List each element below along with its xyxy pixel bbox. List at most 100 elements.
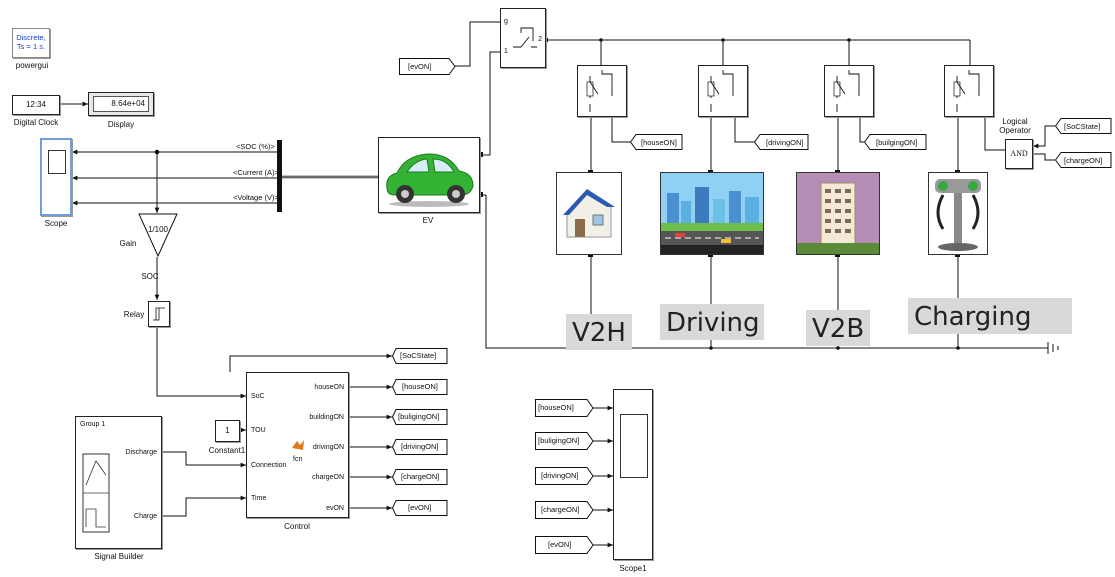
logical-operator-label: Logical Operator bbox=[999, 117, 1031, 135]
caption-v2b: V2B bbox=[806, 310, 871, 346]
display-value: 8.64e+04 bbox=[93, 96, 149, 112]
signal-builder-block[interactable]: Group 1 Discharge Charge bbox=[75, 416, 162, 549]
scope1-from-driving[interactable]: [drivingON] bbox=[541, 471, 579, 480]
constant-value: 1 bbox=[225, 426, 230, 435]
soc-signal-label: SOC bbox=[141, 272, 159, 281]
scope1-from-house[interactable]: [houseON] bbox=[538, 403, 574, 412]
goto-tag-shapes bbox=[392, 348, 448, 516]
driving-image[interactable] bbox=[660, 172, 764, 255]
breaker-switch-icon bbox=[707, 70, 734, 112]
constant-label: Constant1 bbox=[208, 446, 246, 455]
powergui-block[interactable]: Discrete, Ts = 1 s. bbox=[12, 28, 50, 58]
house-image[interactable] bbox=[556, 172, 622, 255]
from-house[interactable]: [houseON] bbox=[641, 138, 677, 147]
building-icon bbox=[797, 173, 879, 254]
bus-selector-block[interactable] bbox=[277, 140, 282, 212]
display-block[interactable]: 8.64e+04 bbox=[88, 92, 154, 116]
control-block[interactable]: SoC TOU Connection Time houseON building… bbox=[246, 372, 349, 518]
switch-charging-block[interactable] bbox=[944, 65, 994, 117]
gain-value: 1/100 bbox=[147, 225, 169, 234]
scope-block[interactable] bbox=[40, 138, 72, 216]
gain-block[interactable] bbox=[138, 213, 178, 257]
from-ev[interactable]: [evON] bbox=[408, 62, 432, 71]
scope1-from-ev[interactable]: [evON] bbox=[548, 540, 572, 549]
powergui-text: Discrete, Ts = 1 s. bbox=[16, 33, 46, 51]
from-driving[interactable]: [drivingON] bbox=[766, 138, 804, 147]
building-image[interactable] bbox=[796, 172, 880, 255]
hysteresis-icon bbox=[153, 307, 165, 321]
caption-v2h: V2H bbox=[566, 314, 632, 350]
caption-charging: Charging bbox=[908, 298, 1072, 334]
from-tag-shapes bbox=[630, 134, 927, 150]
ev-label: EV bbox=[422, 216, 434, 225]
goto-charge[interactable]: [chargeON] bbox=[401, 472, 440, 481]
control-fcn-text: fcn bbox=[293, 456, 303, 463]
relay-label: Relay bbox=[123, 310, 145, 319]
digital-clock-label: Digital Clock bbox=[13, 118, 59, 127]
goto-house[interactable]: [houseON] bbox=[402, 382, 438, 391]
switch-v2b-block[interactable] bbox=[824, 65, 874, 117]
breaker-switch-icon bbox=[586, 70, 613, 112]
house-icon bbox=[563, 189, 615, 238]
control-in-tou: TOU bbox=[251, 427, 266, 434]
breaker-switch-icon bbox=[833, 70, 860, 112]
bus-output-soc: <SOC (%)> bbox=[236, 142, 275, 151]
goto-building[interactable]: [buligingON] bbox=[398, 412, 440, 421]
breaker-switch-icon bbox=[953, 70, 980, 112]
from-socstate[interactable]: [SoCState] bbox=[1064, 122, 1101, 131]
main-switch-port-g: g bbox=[504, 18, 508, 25]
control-out-house: houseON bbox=[314, 384, 344, 391]
scope-screen-icon bbox=[48, 150, 66, 174]
goto-driving[interactable]: [drivingON] bbox=[401, 442, 439, 451]
from-building[interactable]: [builgingON] bbox=[876, 138, 918, 147]
signal-builder-out-charge: Charge bbox=[134, 513, 157, 520]
control-in-time: Time bbox=[251, 495, 267, 502]
charging-station-image[interactable] bbox=[928, 172, 988, 255]
switch-driving-block[interactable] bbox=[698, 65, 748, 117]
from-ev-shape bbox=[399, 58, 456, 75]
bus-output-voltage: <Voltage (V)> bbox=[233, 193, 279, 202]
control-out-driving: drivingON bbox=[312, 444, 344, 451]
control-out-building: buildingON bbox=[309, 414, 344, 421]
main-switch-block[interactable]: g 1 2 bbox=[500, 8, 546, 68]
constant-block[interactable]: 1 bbox=[215, 420, 240, 442]
main-switch-port-2: 2 bbox=[538, 36, 542, 43]
goto-socstate[interactable]: [SoCState] bbox=[400, 351, 437, 360]
control-in-connection: Connection bbox=[251, 462, 287, 469]
relay-block[interactable] bbox=[148, 301, 170, 327]
control-label: Control bbox=[284, 522, 310, 531]
signal-builder-label: Signal Builder bbox=[94, 552, 144, 561]
goto-ev[interactable]: [evON] bbox=[408, 503, 432, 512]
logical-operator-block[interactable]: AND bbox=[1005, 139, 1033, 169]
display-label: Display bbox=[107, 120, 135, 129]
from-charge[interactable]: [chargeON] bbox=[1064, 156, 1103, 165]
control-out-ev: evON bbox=[326, 505, 344, 512]
scope1-from-tag-shapes bbox=[535, 399, 594, 554]
signal-waveform-icon bbox=[82, 453, 110, 533]
digital-clock-value: 12:34 bbox=[25, 100, 47, 109]
digital-clock-block[interactable]: 12:34 bbox=[12, 95, 60, 115]
scope1-from-charge[interactable]: [chargeON] bbox=[541, 505, 580, 514]
signal-builder-group: Group 1 bbox=[80, 421, 106, 428]
scope1-block[interactable] bbox=[613, 389, 653, 560]
main-switch-port-1: 1 bbox=[504, 48, 508, 55]
scope1-screen-icon bbox=[620, 414, 648, 478]
logic-from-tag-shapes bbox=[1055, 118, 1112, 168]
powergui-label: powergui bbox=[15, 61, 49, 70]
bus-output-current: <Current (A)> bbox=[233, 168, 279, 177]
control-in-soc: SoC bbox=[251, 393, 265, 400]
matlab-logo-icon bbox=[292, 440, 304, 450]
ev-block[interactable] bbox=[378, 137, 480, 213]
gain-label: Gain bbox=[119, 239, 137, 248]
green-car-icon bbox=[386, 153, 474, 207]
signal-builder-out-discharge: Discharge bbox=[125, 449, 157, 456]
breaker-switch-icon bbox=[513, 27, 537, 48]
logical-operator-text: AND bbox=[1010, 149, 1028, 158]
switch-v2h-block[interactable] bbox=[577, 65, 627, 117]
charging-station-icon bbox=[935, 179, 981, 251]
control-out-charge: chargeON bbox=[312, 474, 344, 481]
city-road-icon bbox=[661, 173, 763, 254]
scope-label: Scope bbox=[44, 219, 68, 228]
scope1-from-building[interactable]: [buligingON] bbox=[538, 436, 580, 445]
